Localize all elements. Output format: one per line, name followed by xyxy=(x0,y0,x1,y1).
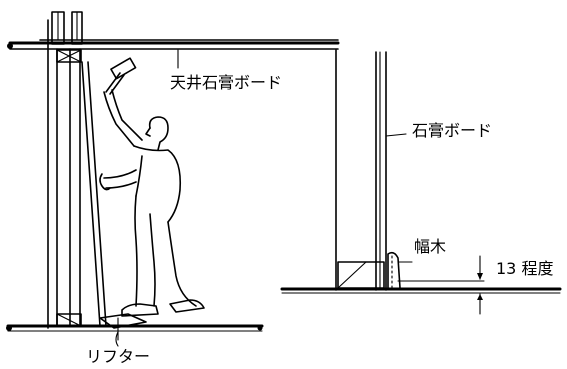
wall-studs xyxy=(47,19,107,329)
worker-figure xyxy=(99,57,205,317)
gypsum-board-leader xyxy=(385,133,407,137)
gap-dimension xyxy=(397,255,485,315)
gypsum-board-label: 石膏ボード xyxy=(412,121,492,140)
floor-line xyxy=(6,324,264,332)
baseboard-detail xyxy=(387,251,413,289)
ceiling-installation-figure xyxy=(6,11,340,347)
hammer-icon xyxy=(105,57,137,95)
wall-section-figure xyxy=(280,49,562,315)
baseboard-label: 幅木 xyxy=(414,237,446,256)
gap-label: 13 程度 xyxy=(496,259,553,278)
ceiling-joists xyxy=(7,11,340,50)
ceiling-board-label: 天井石膏ボード xyxy=(170,73,282,92)
lifter-tool xyxy=(99,313,147,347)
lifter-label: リフター xyxy=(86,347,150,366)
